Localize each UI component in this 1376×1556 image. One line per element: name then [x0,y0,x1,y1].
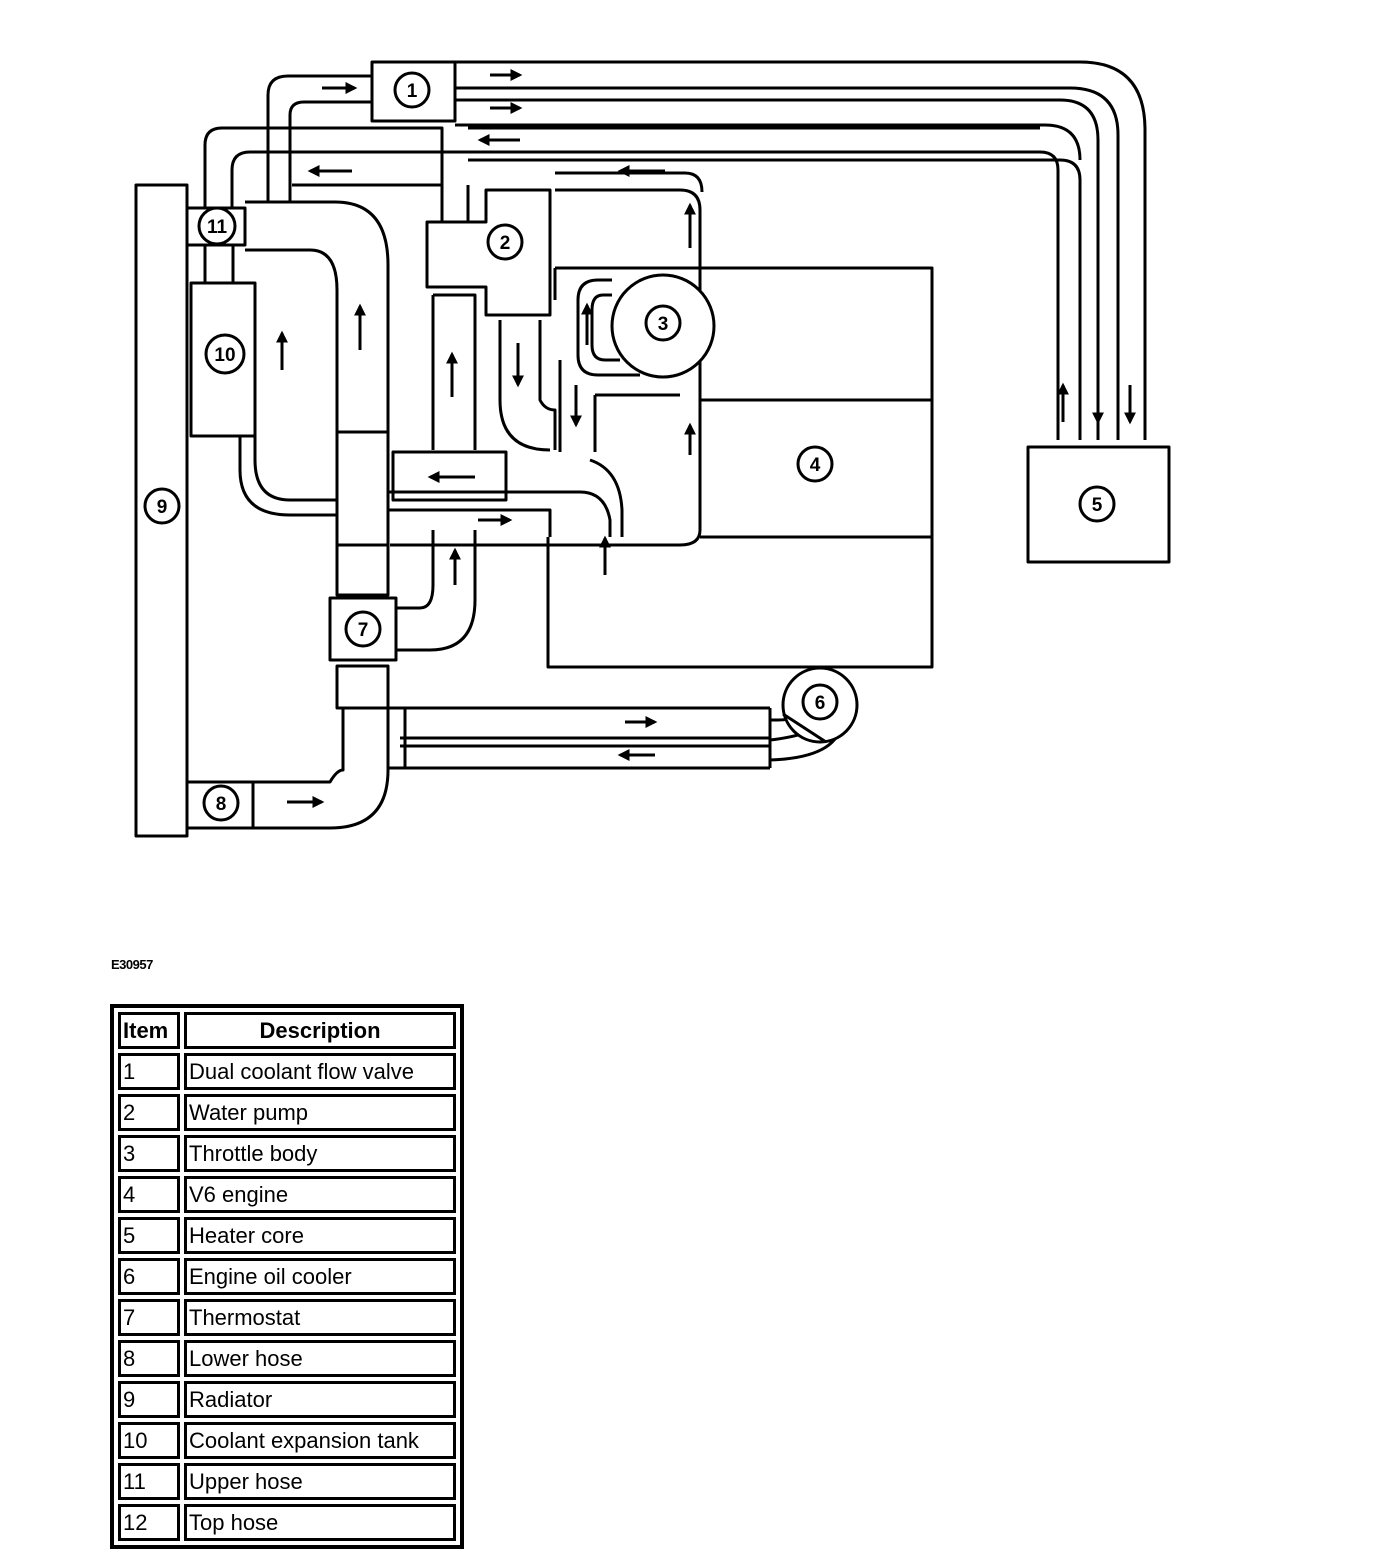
svg-text:11: 11 [207,217,228,238]
callouts: 1 2 3 4 5 6 7 8 [143,71,1116,822]
callout-6: 6 [801,683,839,721]
legend-item: 11 [118,1463,180,1500]
legend-item: 4 [118,1176,180,1213]
svg-text:7: 7 [358,620,369,641]
svg-text:2: 2 [500,233,511,254]
throttle-loop [576,278,640,377]
legend-item: 8 [118,1340,180,1377]
legend-description: Lower hose [184,1340,456,1377]
svg-text:1: 1 [407,81,418,102]
svg-text:6: 6 [815,693,826,714]
legend-item: 7 [118,1299,180,1336]
coolant-system-diagram: 1 2 3 4 5 6 7 8 [134,60,1171,838]
legend-description: Heater core [184,1217,456,1254]
v6-engine [546,266,934,669]
callout-5: 5 [1078,485,1116,523]
figure-code: E30957 [111,957,153,972]
lower-hose [253,708,390,830]
legend-header-item: Item [118,1012,180,1049]
legend-item: 10 [118,1422,180,1459]
legend-description: Engine oil cooler [184,1258,456,1295]
svg-text:8: 8 [216,794,227,815]
callout-4: 4 [796,445,834,483]
heater-hoses [455,60,1147,440]
pump-inlet-pipe [440,185,470,222]
oil-cooler-notch [782,712,827,744]
callout-7: 7 [344,610,382,648]
housing-upper [335,543,390,597]
legend-item: 5 [118,1217,180,1254]
legend-description: Radiator [184,1381,456,1418]
legend-item: 9 [118,1381,180,1418]
callout-1: 1 [393,71,431,109]
legend-header-description: Description [184,1012,456,1049]
legend-description: V6 engine [184,1176,456,1213]
callout-8: 8 [202,784,240,822]
callout-2: 2 [486,223,524,261]
callout-10: 10 [204,333,246,375]
svg-text:3: 3 [658,314,669,335]
legend-item: 2 [118,1094,180,1131]
legend-item: 6 [118,1258,180,1295]
legend-description: Water pump [184,1094,456,1131]
svg-text:4: 4 [810,455,821,476]
oil-cooler-hoses [388,704,842,770]
water-pump [425,188,552,317]
pump-outlet-pipes [431,293,680,537]
legend-item: 12 [118,1504,180,1541]
callout-11: 11 [197,206,237,246]
thermostat-bypass [396,530,477,652]
legend-description: Dual coolant flow valve [184,1053,456,1090]
flow-arrows [276,69,1136,808]
svg-text:10: 10 [214,345,235,366]
svg-text:5: 5 [1092,495,1103,516]
legend-item: 3 [118,1135,180,1172]
legend-item: 1 [118,1053,180,1090]
legend-description: Upper hose [184,1463,456,1500]
thermostat-housing-column [238,430,612,545]
legend-description: Coolant expansion tank [184,1422,456,1459]
throttle-return-hose [390,171,704,547]
housing-lower [335,664,390,710]
svg-text:9: 9 [157,497,168,518]
upper-hose [245,200,390,432]
legend-description: Throttle body [184,1135,456,1172]
legend-description: Thermostat [184,1299,456,1336]
legend-header-row: Item Description [118,1012,456,1049]
dual-coolant-flow-valve [370,60,457,123]
tank-feed-lines [203,245,235,283]
legend-description: Top hose [184,1504,456,1541]
callout-3: 3 [644,304,682,342]
callout-9: 9 [143,487,181,525]
